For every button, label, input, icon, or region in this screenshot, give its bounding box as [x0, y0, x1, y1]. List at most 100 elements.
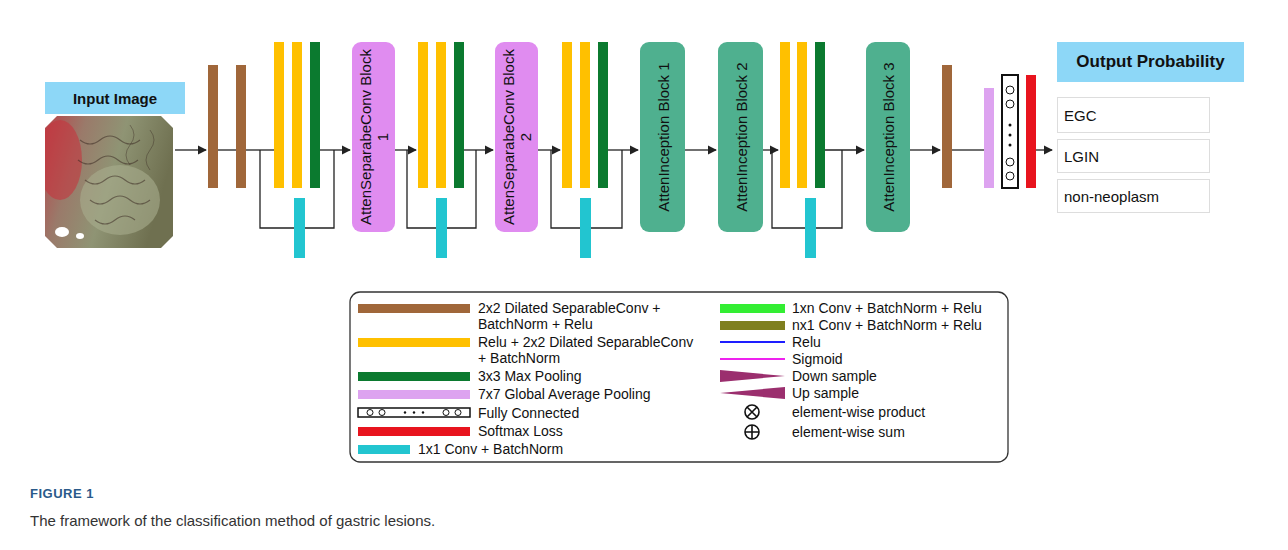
- sum-symbol: [745, 425, 759, 439]
- block-label: AttenInception Block 1: [654, 48, 671, 226]
- legend-swatch: [720, 304, 785, 313]
- flow-arrow: [763, 149, 778, 150]
- gap-bar: [984, 88, 994, 188]
- input-header: Input Image: [45, 82, 185, 114]
- relu-conv-bar: [562, 42, 572, 188]
- block-label: AttenSeparabeConv Block 2: [500, 48, 534, 226]
- relu-conv-bar: [418, 42, 428, 188]
- flow-arrow: [1036, 149, 1052, 150]
- legend-text: 1xn Conv + BatchNorm + Relu: [792, 300, 1002, 316]
- relu-conv-bar: [580, 42, 590, 188]
- fc-sample-neuron: [443, 410, 449, 416]
- legend-swatch: [358, 390, 470, 399]
- class-box: non-neoplasm: [1057, 179, 1210, 213]
- legend-text: Relu: [792, 334, 1002, 350]
- block-label: AttenInception Block 2: [732, 48, 749, 226]
- layer-bars: [208, 42, 1036, 258]
- separable-conv-bar: [942, 65, 952, 188]
- legend-text: Down sample: [792, 368, 1002, 384]
- max-pool-bar: [454, 42, 464, 188]
- photo-redness: [38, 120, 82, 200]
- fc-sample-neuron: [367, 410, 373, 416]
- flow-lines: [175, 150, 1052, 228]
- conv1x1-bar: [580, 198, 591, 258]
- photo-vessels: [126, 125, 154, 170]
- photo-highlight: [55, 227, 69, 237]
- fc-sample-neuron: [379, 410, 385, 416]
- legend-samples: [358, 342, 785, 439]
- sum-symbol-plus: [745, 425, 759, 439]
- legend-swatch: [358, 338, 470, 347]
- block-label: AttenSeparabeConv Block 1: [357, 48, 391, 226]
- legend-text: 2x2 Dilated SeparableConv + BatchNorm + …: [478, 300, 703, 332]
- up-sample-symbol: [720, 387, 785, 399]
- separable-block: AttenSeparabeConv Block 2: [495, 42, 538, 232]
- legend-text: element-wise sum: [792, 424, 1002, 440]
- legend-swatch: [358, 427, 470, 436]
- relu-conv-bar: [292, 42, 302, 188]
- max-pool-bar: [598, 42, 608, 188]
- photo-lesion: [80, 165, 160, 235]
- conv1x1-bar: [805, 198, 816, 258]
- legend-text: 3x3 Max Pooling: [478, 368, 703, 384]
- softmax-bar: [1026, 75, 1036, 188]
- flow-arrow: [538, 149, 560, 150]
- relu-conv-bar: [797, 42, 807, 188]
- legend-text: 1x1 Conv + BatchNorm: [418, 441, 678, 457]
- legend-swatch: [358, 372, 470, 381]
- inception-block: AttenInception Block 3: [866, 42, 910, 232]
- fc-neuron: [1006, 86, 1014, 94]
- fc-sample-dot: [413, 411, 415, 413]
- fc-sample-neuron: [455, 410, 461, 416]
- legend-frame: [350, 292, 1008, 462]
- legend-text: Up sample: [792, 385, 1002, 401]
- flow-arrow: [320, 149, 350, 150]
- block-label: AttenInception Block 3: [880, 48, 897, 226]
- fc-sample-dot: [404, 411, 406, 413]
- legend-text: Fully Connected: [478, 405, 703, 421]
- inception-block: AttenInception Block 1: [640, 42, 685, 232]
- legend-text: nx1 Conv + BatchNorm + Relu: [792, 317, 1002, 333]
- product-symbol: [745, 405, 759, 419]
- fc-neuron: [1006, 158, 1014, 166]
- fc-bar: [1002, 75, 1018, 188]
- legend-text: Relu + 2x2 Dilated SeparableConv + Batch…: [478, 334, 703, 366]
- inception-block: AttenInception Block 2: [718, 42, 763, 232]
- product-symbol-cross: [747, 407, 757, 417]
- legend-text: element-wise product: [792, 404, 1002, 420]
- flow-line: [952, 149, 984, 150]
- photo-highlight: [76, 233, 84, 239]
- photo-pit-pattern: [78, 136, 150, 224]
- fc-dot: [1009, 134, 1012, 137]
- conv1x1-bar: [436, 198, 447, 258]
- output-header: Output Probability: [1057, 42, 1244, 82]
- relu-conv-bar: [780, 42, 790, 188]
- separable-conv-bar: [208, 65, 218, 188]
- legend-swatch: [720, 321, 785, 330]
- class-box: LGIN: [1057, 139, 1210, 173]
- separable-block: AttenSeparabeConv Block 1: [352, 42, 395, 232]
- down-sample-symbol: [720, 370, 785, 382]
- fc-dot: [1009, 144, 1012, 147]
- legend-text: Sigmoid: [792, 351, 1002, 367]
- class-box: EGC: [1057, 97, 1210, 133]
- flow-arrow: [464, 149, 493, 150]
- max-pool-bar: [815, 42, 825, 188]
- fc-sample-dot: [422, 411, 424, 413]
- legend-text: 7x7 Global Average Pooling: [478, 386, 703, 402]
- fc-neuron: [1006, 100, 1014, 108]
- sigmoid-line-sample: [720, 358, 785, 360]
- flow-arrow: [175, 149, 206, 150]
- figure-caption: The framework of the classification meth…: [30, 512, 1250, 529]
- fc-neuron: [1006, 172, 1014, 180]
- relu-conv-bar: [436, 42, 446, 188]
- legend-swatch: [358, 445, 410, 454]
- flow-arrow: [608, 149, 638, 150]
- flow-arrow: [395, 149, 416, 150]
- flow-line: [218, 149, 236, 150]
- header-label: Output Probability: [1076, 52, 1224, 72]
- legend-text: Softmax Loss: [478, 423, 703, 439]
- max-pool-bar: [310, 42, 320, 188]
